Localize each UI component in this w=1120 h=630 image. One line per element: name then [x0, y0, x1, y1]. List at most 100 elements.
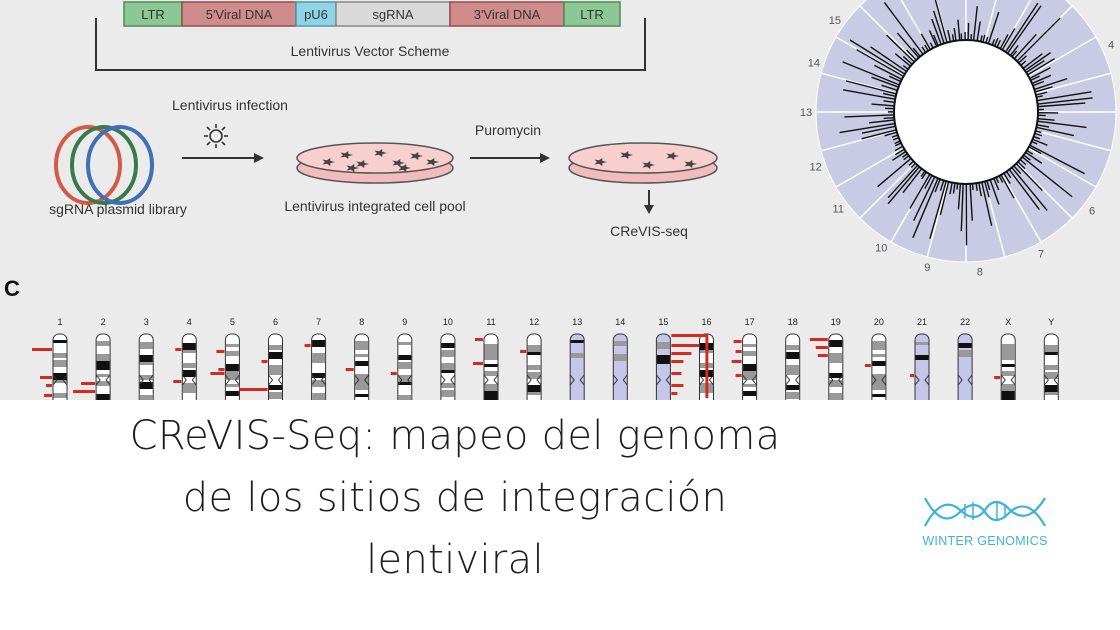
centromere [354, 374, 370, 386]
integration-hit [473, 362, 483, 365]
chromosome-band [786, 385, 800, 390]
integration-hit [705, 334, 709, 398]
circos-divider [1001, 173, 1042, 243]
circos-peak [957, 19, 961, 41]
circos-peak [896, 32, 920, 59]
chromosome-band [225, 364, 239, 371]
circos-peak [987, 11, 1000, 44]
circos-peak [884, 131, 898, 137]
vector-segment [181, 1, 297, 27]
circos-peak [1036, 91, 1092, 102]
cell-icon [392, 159, 405, 167]
circos-peak [934, 0, 948, 43]
chromosome-band [312, 373, 326, 378]
circos-peak [1021, 156, 1073, 198]
chromosome-band [355, 341, 369, 350]
circos-peak [928, 30, 938, 47]
chromosome-band [312, 393, 326, 400]
centromere [871, 374, 887, 386]
chromosome-label: 11 [486, 317, 495, 327]
logo-text: WINTER GENOMICS [922, 534, 1048, 548]
circos-peak [839, 122, 896, 134]
circos-peak [909, 173, 931, 209]
integration-hit [733, 340, 742, 343]
chromosome-band [225, 391, 239, 396]
circos-chrom-label: 9 [924, 262, 930, 274]
cell-icon [398, 164, 411, 172]
chromosome-band [1044, 392, 1058, 395]
centromere [785, 374, 801, 386]
chromosome-label: 3 [144, 317, 149, 327]
chromosome-band [312, 353, 326, 362]
circos-peak [993, 178, 1000, 191]
virus-icon [204, 124, 228, 148]
circos-peak [1018, 55, 1027, 64]
chromosome-band [269, 372, 282, 375]
chromosome-band [355, 361, 369, 366]
chromosome-band [96, 394, 110, 400]
circos-peak [894, 53, 911, 67]
chromosome-band [1001, 391, 1015, 400]
chromosome-label: 8 [359, 317, 364, 327]
chromosome-band [139, 355, 153, 364]
cell-icon [410, 152, 423, 160]
chromosome-band [484, 344, 498, 351]
chromosome-band [570, 353, 584, 358]
cell-icon [322, 158, 335, 166]
circos-peak [1013, 165, 1022, 175]
chromosome-band [570, 340, 584, 343]
chromosome-band [312, 340, 326, 347]
chromosome [569, 333, 585, 400]
chromosome-band [484, 351, 498, 360]
integration-hit [345, 368, 354, 371]
chromosome-band [398, 395, 412, 400]
vector-segment-label: sgRNA [372, 7, 414, 22]
circos-peak [1029, 67, 1051, 80]
chromosome-label: 6 [273, 317, 278, 327]
chromosome-band [182, 383, 196, 392]
chromosome-label: 5 [230, 317, 235, 327]
circos-peak [1000, 174, 1015, 199]
circos-peak [932, 34, 939, 46]
centromere [1000, 374, 1016, 386]
circos-peak [996, 39, 1001, 48]
circos-peak [1024, 52, 1051, 72]
centromere [95, 374, 111, 386]
chromosome-band [786, 365, 800, 374]
circos-peak [971, 183, 974, 191]
centromere [828, 374, 844, 386]
circos-peak [902, 55, 913, 65]
circos-peak [1011, 50, 1018, 58]
circos-peak [902, 153, 908, 158]
chromosome-label: 21 [917, 317, 927, 327]
integration-hit [40, 376, 52, 379]
chromosome-band [441, 383, 455, 388]
chromosome-label: 7 [316, 317, 321, 327]
chromosome-band [829, 360, 843, 363]
chromosome-band [182, 343, 196, 352]
circos-peak [912, 178, 939, 239]
circos-peak [868, 119, 895, 124]
integration-hit [994, 376, 1001, 379]
chromosome-band [527, 392, 541, 395]
circos-peak [892, 150, 907, 161]
chromosome-band [743, 391, 757, 396]
chromosome-band [441, 363, 455, 372]
chromosome-band [872, 341, 886, 350]
integration-hit [815, 346, 828, 349]
chromosome-band [915, 342, 929, 345]
arrow-puromycin [470, 153, 550, 163]
chromosome-band [441, 350, 455, 357]
circos-peak [947, 29, 952, 42]
chromosome-band [269, 345, 282, 350]
circos-chrom-label: 15 [829, 15, 841, 27]
integration-hit [81, 382, 96, 385]
circos-peak [910, 162, 916, 169]
chromosome-band [527, 345, 541, 354]
chromosome-band [872, 394, 886, 397]
integration-hit [731, 360, 742, 363]
centromere [440, 374, 456, 386]
circos-peak [861, 125, 896, 134]
centromere [225, 374, 240, 386]
